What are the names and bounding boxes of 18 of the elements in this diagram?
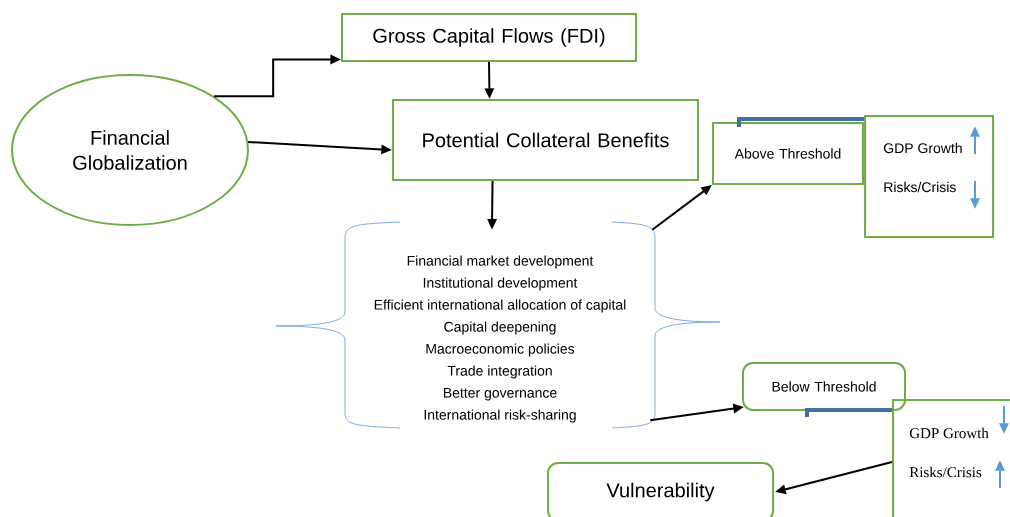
process-box: Gross Capital Flows (FDI) bbox=[341, 13, 637, 62]
rounded-box: Below Threshold bbox=[742, 362, 906, 411]
node-label: Efficient international allocation of capital bbox=[374, 299, 626, 313]
process-box: Above Threshold bbox=[712, 122, 864, 185]
node-label: Macroeconomic policies bbox=[426, 343, 575, 357]
box-text: Risks/Crisis bbox=[909, 466, 982, 478]
node-label: International risk-sharing bbox=[424, 409, 576, 423]
box-text: GDP Growth bbox=[884, 142, 962, 154]
node-label: Better governance bbox=[443, 387, 557, 401]
rounded-box: Vulnerability bbox=[547, 462, 774, 517]
node-label: Financial market development bbox=[407, 255, 594, 269]
node-label: Trade integration bbox=[447, 365, 552, 379]
box-text: GDP Growth bbox=[909, 427, 989, 439]
node-label: Institutional development bbox=[423, 277, 578, 291]
box-text: Risks/Crisis bbox=[884, 181, 956, 193]
node-label: Capital deepening bbox=[444, 321, 556, 335]
brace-list: Financial market development Institutional development Efficient international allocation of capital Capital deepening Macroeconomic policies Trade integration Better governance International risk-sharing bbox=[374, 255, 626, 423]
process-box: Potential Collateral Benefits bbox=[392, 99, 699, 181]
